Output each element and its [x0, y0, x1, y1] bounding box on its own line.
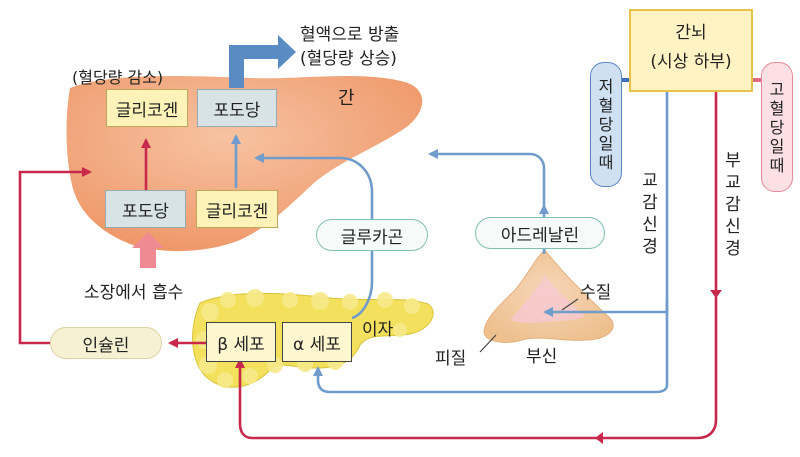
pancreas-texture — [196, 289, 420, 388]
high-glucose-label: 고혈당일때 — [769, 79, 785, 175]
medulla-label: 수질 — [580, 283, 612, 303]
parasympathetic-path — [235, 84, 718, 440]
adrenaline-to-liver-path — [428, 149, 546, 254]
glucose-top-box: 포도당 — [197, 89, 277, 127]
glucose-bottom-box: 포도당 — [105, 190, 186, 228]
blood-decrease-label: (혈당량 감소) — [72, 68, 164, 87]
blood-increase-label: (혈당량 상승) — [300, 49, 397, 69]
hypothalamus-subtitle: (시상 하부) — [650, 52, 732, 72]
low-glucose-label: 저혈당일때 — [598, 77, 614, 172]
beta-cell-box: β 세포 — [206, 322, 276, 362]
liver-label: 간 — [338, 88, 355, 109]
insulin-to-liver-path — [18, 167, 92, 345]
blood-release-arrow — [229, 35, 296, 88]
glycogen-top-box: 글리코겐 — [106, 89, 188, 127]
intestine-arrow — [132, 232, 164, 268]
intestine-absorb-label: 소장에서 흡수 — [84, 283, 184, 303]
red-direction-markers — [595, 290, 722, 444]
insulin-pill: 인슐린 — [50, 327, 162, 359]
adrenaline-pill: 아드레날린 — [475, 217, 605, 249]
cortex-label: 피질 — [435, 349, 467, 369]
parasympathetic-label: 부교감신경 — [725, 151, 741, 259]
glycogen-bottom-box: 글리코겐 — [196, 190, 278, 228]
adrenal-label: 부신 — [526, 347, 558, 367]
hypothalamus-box: 간뇌 (시상 하부) — [629, 9, 753, 92]
high-glucose-pill: 고혈당일때 — [761, 62, 793, 192]
glucagon-to-liver-path — [254, 153, 374, 320]
low-glucose-pill: 저혈당일때 — [590, 62, 622, 187]
alpha-cell-box: α 세포 — [282, 322, 352, 362]
pancreas-label: 이자 — [362, 320, 394, 340]
glucagon-pill: 글루카곤 — [316, 219, 428, 251]
cortex-pointer — [479, 334, 497, 353]
medulla-pointer — [561, 298, 579, 311]
hypothalamus-title: 간뇌 — [675, 23, 707, 43]
sympathetic-to-alpha-path — [313, 300, 669, 394]
blood-release-label: 혈액으로 방출 — [300, 25, 400, 45]
sympathetic-label: 교감신경 — [642, 171, 658, 257]
